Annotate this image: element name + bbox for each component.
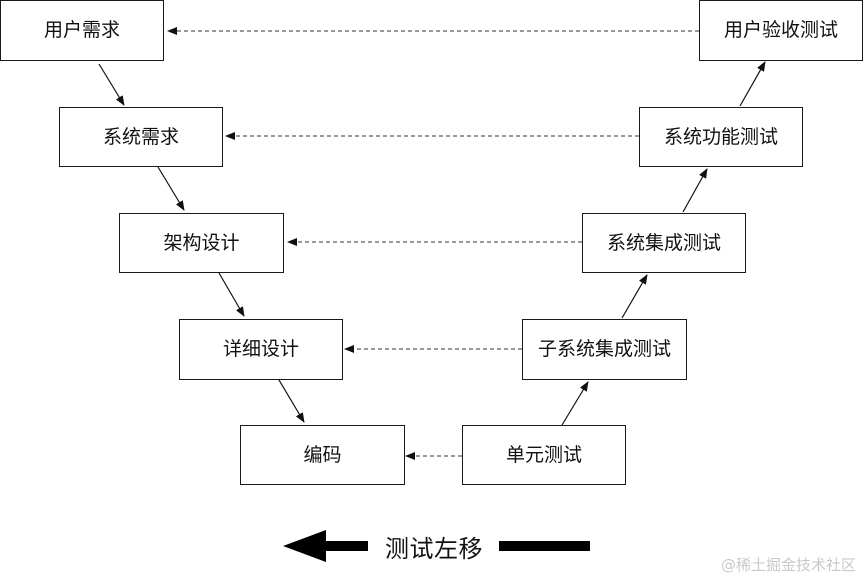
arrow-arch-design-to-detail-design <box>218 272 245 317</box>
box-system-requirements: 系统需求 <box>59 107 223 167</box>
box-detailed-design: 详细设计 <box>179 319 343 380</box>
left-arrow-head-icon <box>283 530 326 562</box>
box-label: 用户验收测试 <box>723 19 838 41</box>
box-label: 系统功能测试 <box>663 125 778 148</box>
box-label: 系统集成测试 <box>606 231 721 254</box>
box-label: 用户需求 <box>43 19 120 41</box>
arrow-subsys-to-sys-integration-test <box>621 274 648 319</box>
test-shift-left-label: 测试左移 <box>385 534 483 563</box>
arrow-unit-to-subsys-test <box>561 381 589 426</box>
box-system-function-test: 系统功能测试 <box>639 107 803 167</box>
right-arrow-shaft <box>499 541 590 551</box>
arrow-detail-design-to-coding <box>278 379 305 423</box>
box-user-requirements: 用户需求 <box>0 0 164 61</box>
box-label: 编码 <box>303 443 342 466</box>
left-arrow-shaft <box>325 541 368 551</box>
box-label: 系统需求 <box>102 125 179 148</box>
arrow-user-req-to-sys-req <box>98 63 125 106</box>
watermark-text: @稀土掘金技术社区 <box>720 556 856 574</box>
box-subsystem-integration-test: 子系统集成测试 <box>522 319 687 380</box>
arrow-sys-req-to-arch-design <box>157 166 185 211</box>
box-label: 架构设计 <box>163 231 240 254</box>
box-label: 子系统集成测试 <box>537 338 671 360</box>
box-unit-test: 单元测试 <box>462 425 626 485</box>
box-user-acceptance-test: 用户验收测试 <box>699 0 863 61</box>
box-architecture-design: 架构设计 <box>119 213 284 273</box>
box-system-integration-test: 系统集成测试 <box>582 213 746 273</box>
box-coding: 编码 <box>240 425 405 485</box>
box-label: 单元测试 <box>505 443 582 466</box>
box-label: 详细设计 <box>222 338 299 360</box>
arrow-sys-integration-to-sys-func-test <box>682 168 708 213</box>
arrow-sys-func-to-acceptance-test <box>739 61 766 107</box>
